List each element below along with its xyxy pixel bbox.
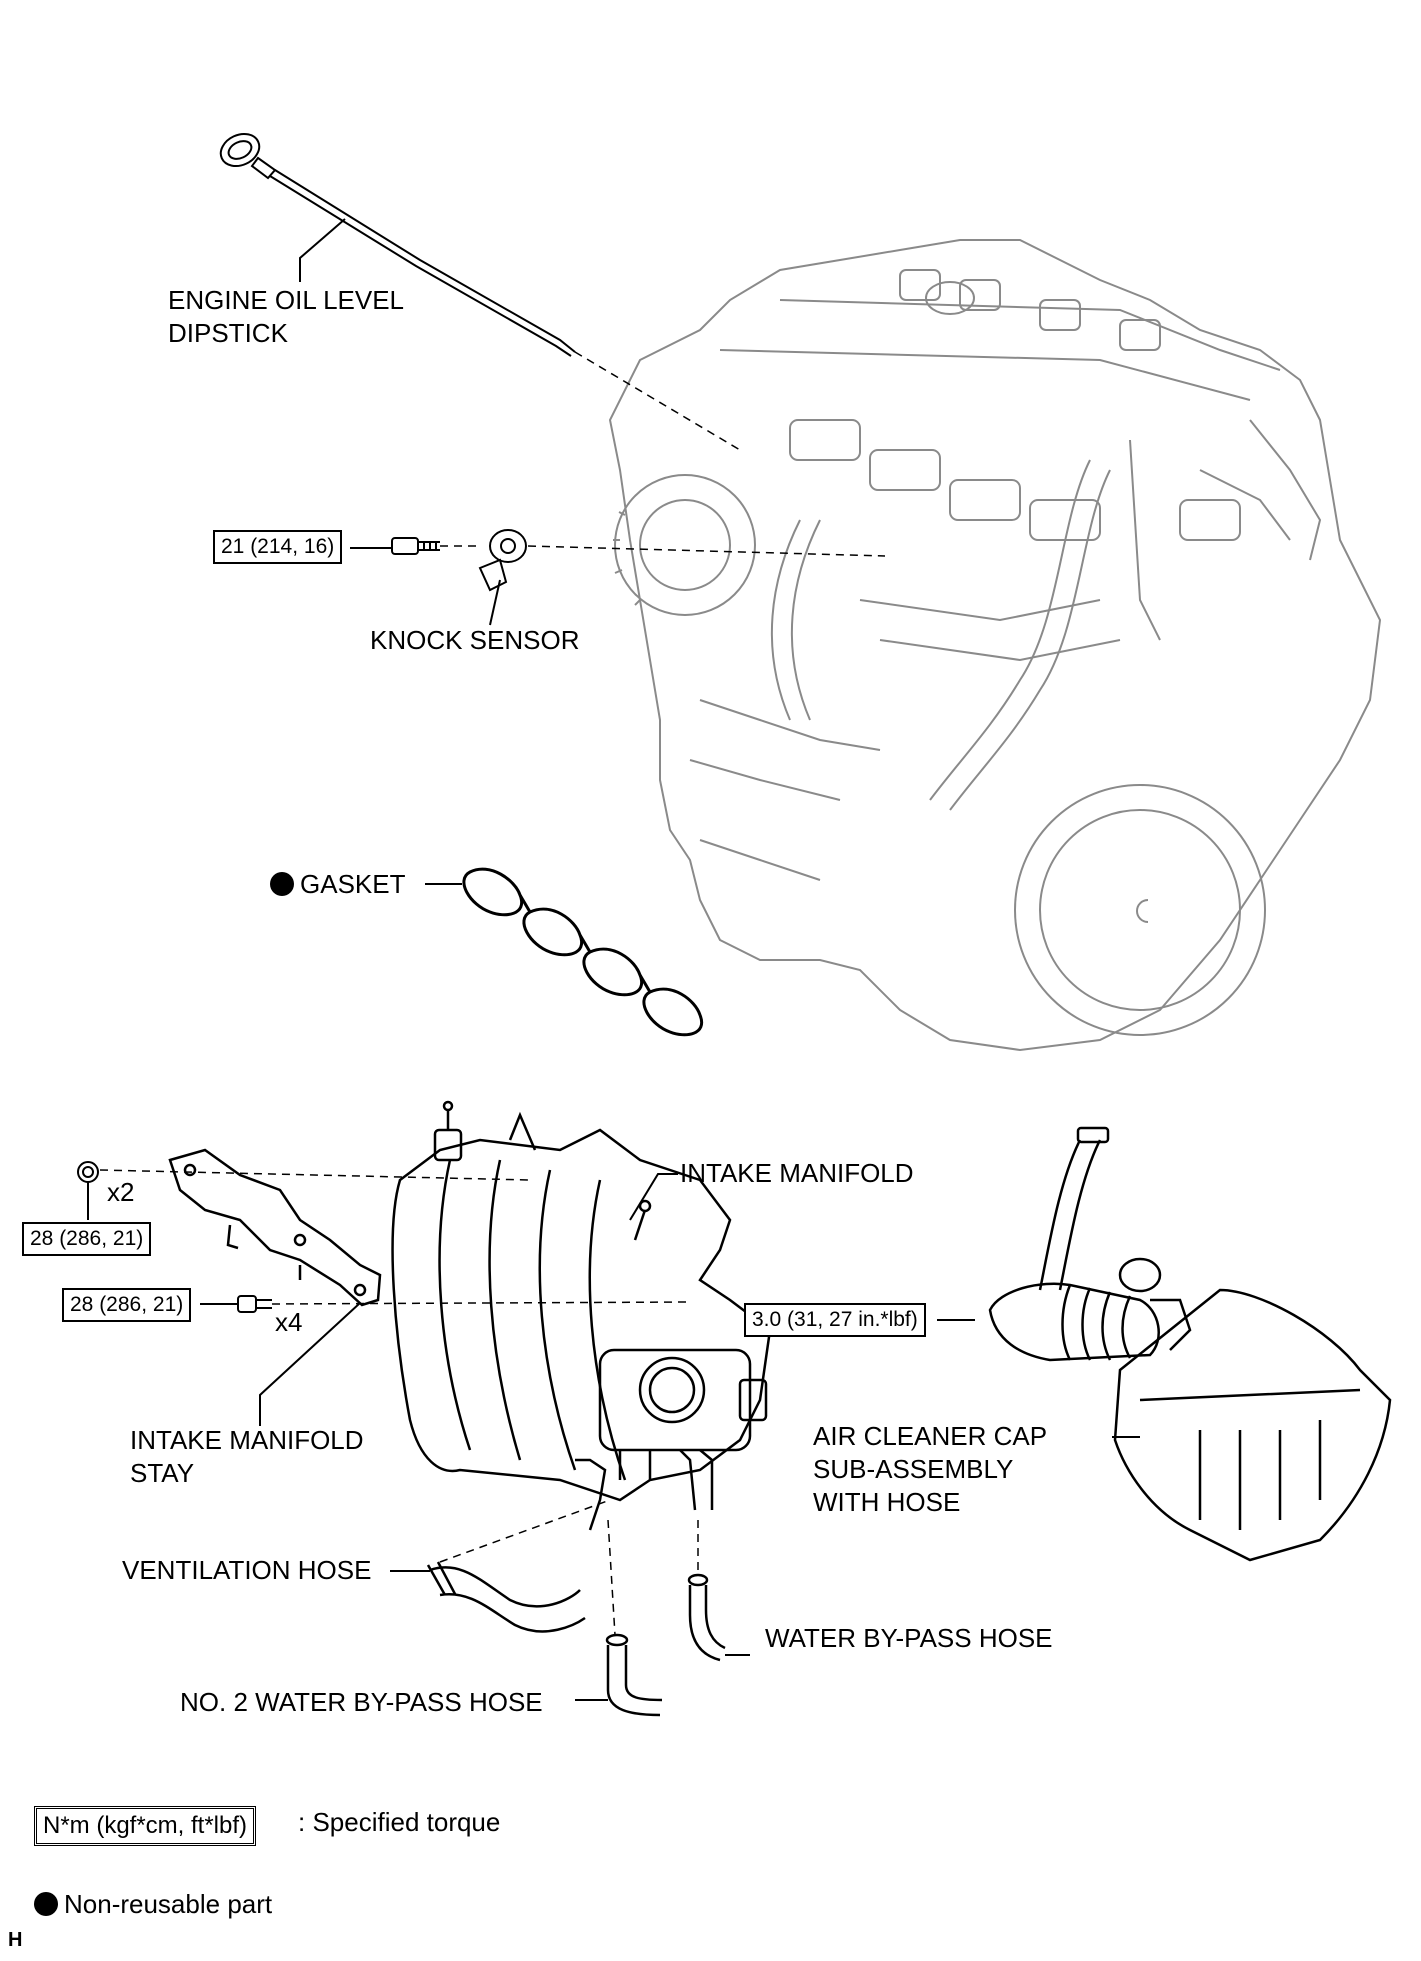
knock-sensor-label: KNOCK SENSOR [370,625,580,655]
qty-x2-label: x2 [107,1177,135,1207]
stay-leader [259,1302,361,1426]
stay-bolt-part [237,1295,272,1313]
no2-water-bypass-dash [607,1519,616,1636]
intake-manifold-stay-part [168,1148,382,1307]
no2-water-bypass-hose-part [605,1633,663,1717]
knock-sensor-dash [440,545,886,557]
stay-bolt-torque-box: 28 (286, 21) [62,1288,192,1322]
dipstick-label-line1: ENGINE OIL LEVEL [168,285,405,315]
air-cleaner-label: AIR CLEANER CAP SUB-ASSEMBLY WITH HOSE [813,1420,1047,1519]
air-cleaner-label-line2: SUB-ASSEMBLY [813,1454,1014,1484]
air-cleaner-torque-box: 3.0 (31, 27 in.*lbf) [744,1303,926,1337]
legend-nonreusable-text: Non-reusable part [64,1889,273,1919]
air-cleaner-label-line3: WITH HOSE [813,1487,961,1517]
engine-assembly-drawing [608,239,1382,1052]
ventilation-hose-part [426,1561,586,1633]
gasket-label-text: GASKET [300,869,406,899]
knock-sensor-torque-box: 21 (214, 16) [213,530,343,564]
legend-nonreusable: Non-reusable part [34,1888,272,1921]
stay-nut-dash [99,1169,531,1181]
knock-sensor-part [391,529,527,592]
no2-water-bypass-hose-label: NO. 2 WATER BY-PASS HOSE [180,1687,543,1717]
ventilation-hose-dash [439,1499,611,1563]
intake-manifold-part [391,1100,772,1531]
stay-bolt-dash [271,1301,691,1305]
dipstick-guide-dash [574,351,741,451]
stay-label-line2: STAY [130,1458,195,1488]
nonreusable-dot-icon [270,872,294,896]
intake-manifold-leader [629,1173,678,1221]
dipstick-label: ENGINE OIL LEVEL DIPSTICK [168,284,404,350]
water-bypass-hose-part [687,1573,726,1662]
stay-nut-part [77,1161,99,1183]
knock-sensor-leader-down [489,579,501,626]
stay-label: INTAKE MANIFOLD STAY [130,1424,364,1490]
qty-x4-label: x4 [275,1307,303,1337]
air-cleaner-label-line1: AIR CLEANER CAP [813,1421,1048,1451]
legend-nonreusable-dot-icon [34,1892,58,1916]
dipstick-label-line2: DIPSTICK [168,318,288,348]
intake-gasket-part [462,867,704,1037]
water-bypass-hose-label: WATER BY-PASS HOSE [765,1623,1053,1653]
ventilation-hose-label: VENTILATION HOSE [122,1555,372,1585]
gasket-label: GASKET [270,868,405,901]
dipstick-leader [299,218,346,282]
legend-torque-format-box: N*m (kgf*cm, ft*lbf) [34,1806,257,1846]
legend-torque-desc: : Specified torque [298,1807,501,1837]
air-cleaner-cap-part [988,1126,1392,1562]
intake-manifold-label: INTAKE MANIFOLD [680,1158,914,1188]
corner-mark: H [8,1929,23,1951]
stay-label-line1: INTAKE MANIFOLD [130,1425,364,1455]
stay-nut-torque-box: 28 (286, 21) [22,1222,152,1256]
